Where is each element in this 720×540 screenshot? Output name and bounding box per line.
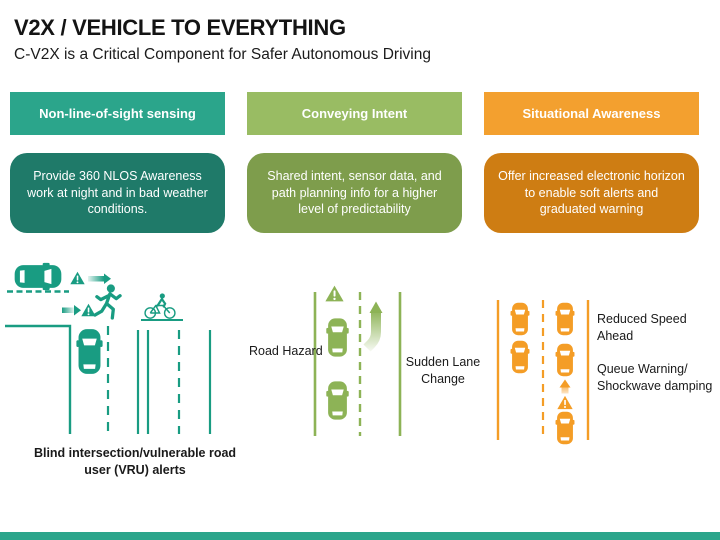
car-top-icon [326, 318, 349, 357]
warning-triangle-icon [70, 271, 85, 285]
car-top-icon [510, 340, 530, 374]
warning-triangle-icon [81, 303, 96, 317]
reduced-speed-label: Reduced Speed Ahead [597, 312, 687, 343]
warning-triangle-icon [325, 285, 344, 302]
description-text: Provide 360 NLOS Awareness work at night… [27, 168, 208, 217]
description-box-nlos: Provide 360 NLOS Awareness work at night… [10, 153, 225, 233]
description-box-intent: Shared intent, sensor data, and path pla… [247, 153, 462, 233]
car-top-icon [555, 302, 575, 336]
road-hazard-label: Road Hazard [249, 344, 323, 358]
queue-warning-label: Queue Warning/ Shockwave damping [597, 362, 713, 393]
car-top-icon [510, 302, 530, 336]
sudden-lane-change-label: Sudden Lane Change [405, 355, 481, 386]
header-label: Conveying Intent [301, 106, 408, 121]
alert-arrow-right-icon [88, 273, 111, 284]
nlos-illustration [5, 262, 212, 434]
pedestrian-icon [93, 284, 122, 320]
alert-arrow-left-icon [62, 305, 81, 316]
description-text: Offer increased electronic horizon to en… [498, 168, 685, 217]
page-title: V2X / VEHICLE TO EVERYTHING [14, 15, 346, 40]
up-arrow-icon [559, 379, 571, 394]
header-conveying-intent: Conveying Intent [247, 92, 462, 135]
car-top-icon [14, 262, 62, 291]
awareness-illustration [496, 300, 590, 445]
page-subtitle: C-V2X is a Critical Component for Safer … [14, 46, 431, 63]
car-top-icon [555, 411, 575, 445]
car-top-icon [326, 381, 349, 420]
header-non-line-of-sight: Non-line-of-sight sensing [10, 92, 225, 135]
lane-change-arrow-icon [363, 301, 383, 352]
car-top-icon [76, 329, 103, 374]
footer-accent-bar [0, 532, 720, 540]
intent-illustration [313, 285, 402, 436]
header-label: Non-line-of-sight sensing [39, 106, 196, 121]
intersection-corner-line [5, 324, 72, 434]
description-text: Shared intent, sensor data, and path pla… [267, 168, 442, 217]
warning-triangle-icon [557, 395, 573, 410]
header-label: Situational Awareness [522, 106, 661, 121]
car-top-icon [555, 343, 575, 377]
cyclist-icon [143, 293, 177, 319]
description-box-awareness: Offer increased electronic horizon to en… [484, 153, 699, 233]
header-situational-awareness: Situational Awareness [484, 92, 699, 135]
nlos-caption: Blind intersection/vulnerable road user … [33, 446, 237, 477]
